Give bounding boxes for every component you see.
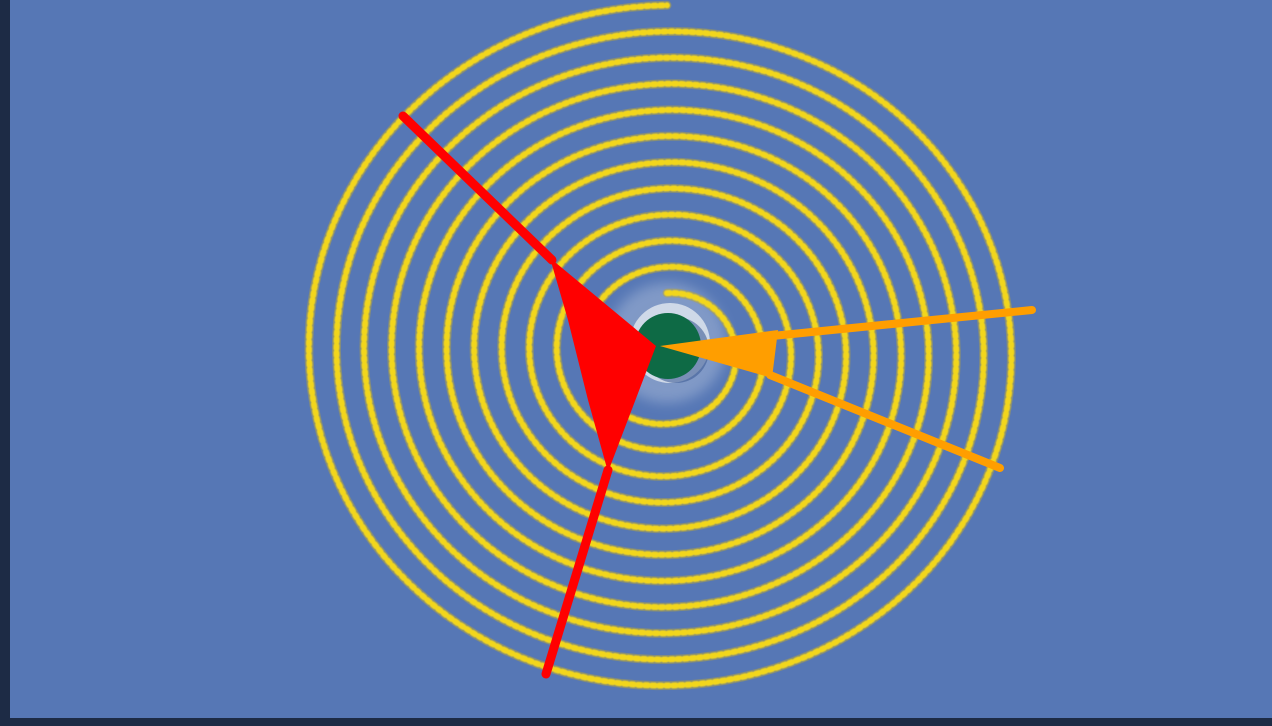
orange-angle-wedge: [660, 330, 778, 378]
red-ray-upper: [398, 111, 557, 265]
red-ray-lower: [541, 465, 613, 679]
orange-ray-lower: [766, 371, 1004, 472]
red-angle-marker: [398, 111, 656, 679]
orange-ray-upper: [768, 306, 1036, 340]
orange-angle-marker: [660, 306, 1036, 472]
red-angle-wedge: [550, 258, 656, 472]
